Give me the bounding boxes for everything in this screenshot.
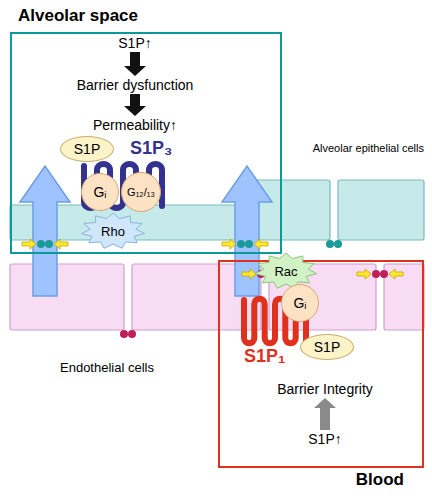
signal-text: S1P↑ [100, 34, 170, 52]
node-label: Gᵢ [93, 184, 106, 200]
block-arrow [124, 52, 146, 76]
alveolar-space-box: Alveolar spaceS1P↑Barrier dysfunctionPer… [10, 32, 282, 254]
signal-text: Barrier Integrity [250, 380, 400, 398]
cell-shape [338, 180, 424, 240]
receptor-name: S1P₁ [244, 346, 285, 367]
layer-label: Alveolar epithelial cells [313, 142, 424, 154]
cell-shape [384, 264, 424, 330]
ligand-oval: S1P [300, 334, 354, 360]
node-label: Barrier Integrity [277, 381, 373, 397]
node-label: Rac [274, 264, 297, 279]
node-label: S1P↑ [118, 35, 151, 51]
signal-text: Barrier dysfunction [65, 76, 205, 94]
g-protein-circle: Gᵢ [281, 284, 319, 322]
receptor-name: S1P₃ [130, 138, 172, 159]
node-label: S1P [74, 141, 100, 157]
junction-protein [334, 240, 342, 248]
cell-shape [10, 205, 37, 240]
cell-shape [53, 205, 237, 240]
signal-text: S1P↑ [290, 430, 360, 448]
node-label: Permeability↑ [93, 117, 177, 133]
junction-protein [237, 240, 245, 248]
block-arrow [314, 398, 336, 430]
gtpase-star: Rho [80, 212, 146, 250]
box-heading: Blood [356, 470, 404, 490]
block-arrow [124, 94, 146, 116]
gtpase-star: Rac [254, 252, 318, 290]
cell-layer [8, 262, 426, 334]
node-label: Rho [101, 224, 125, 239]
signal-text: Permeability↑ [80, 116, 190, 134]
junction-protein [245, 240, 253, 248]
g-protein-circle: Gᵢ [81, 173, 119, 211]
box-heading: Alveolar space [18, 6, 138, 26]
ligand-oval: S1P [60, 136, 114, 162]
node-label: Barrier dysfunction [77, 77, 194, 93]
node-label: G₁₂/₁₃ [127, 186, 155, 198]
junction-protein [45, 240, 53, 248]
cell-layer [8, 178, 426, 242]
node-label: S1P↑ [308, 431, 341, 447]
layer-label: Endothelial cells [60, 360, 154, 375]
receptor-helix [244, 299, 306, 344]
junction-protein [37, 240, 45, 248]
node-label: Gᵢ [293, 295, 306, 311]
cell-shape [10, 264, 124, 330]
junction-protein [120, 330, 128, 338]
epithelial-layer: Alveolar epithelial cells [8, 178, 426, 242]
star-shape [255, 253, 316, 288]
junction-protein [326, 240, 334, 248]
endothelial-layer: Endothelial cells [8, 262, 426, 334]
g-protein-circle: G₁₂/₁₃ [121, 172, 161, 212]
junction-protein [128, 330, 136, 338]
cell-shape [253, 180, 330, 240]
node-label: S1P [314, 339, 340, 355]
blood-box: BloodRacGᵢS1P₁S1PBarrier IntegrityS1P↑ [218, 260, 424, 468]
